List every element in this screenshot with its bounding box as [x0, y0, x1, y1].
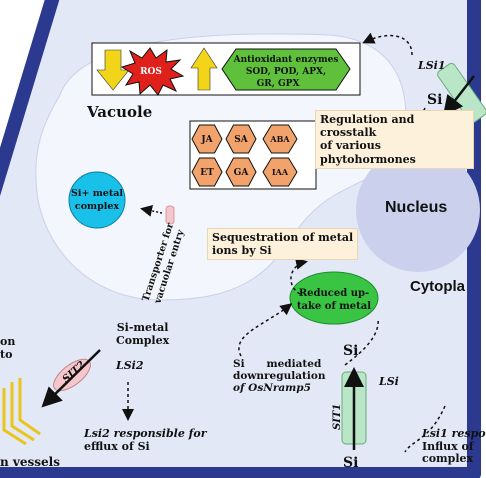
antioxidant-line-3: GR, GPX: [257, 79, 300, 89]
hormone-label-ja: JA: [200, 135, 213, 145]
hormone-label-sa: SA: [234, 135, 248, 145]
arrow-si-to-reduced: [344, 317, 379, 366]
lsi1-top-label: LSi1: [418, 59, 446, 72]
reduced-uptake-line-2: take of metal: [297, 301, 371, 312]
si-metal-line-2: Complex: [116, 333, 170, 347]
arrow-reduced-to-sequestration: [290, 257, 308, 295]
vessels-label: n vessels: [0, 455, 60, 469]
lsi-right-label: LSi: [379, 375, 399, 388]
transporter-arrow: [140, 204, 163, 217]
si-metal-line-1: Si-metal: [116, 321, 169, 334]
hormone-hexagon-ja: [191, 124, 223, 154]
increase-arrow-icon: [190, 47, 218, 91]
lsi2-note-line-1: Lsi2 responsible for: [84, 427, 207, 440]
lsi1-influx-arrow: [442, 75, 475, 116]
lsi2-label: LSi2: [116, 359, 144, 372]
lsi2-note: Lsi2 responsible for efflux of Si: [84, 427, 207, 453]
antioxidant-line-2: SOD, POD, APX,: [246, 67, 326, 77]
si-metal-complex-text: Si-metal Complex: [116, 321, 170, 347]
left-edge-text: on to: [0, 335, 16, 361]
sequestration-line-1: Sequestration of metal: [212, 231, 354, 244]
downregulation-line-2: downregulation: [233, 370, 326, 383]
regulation-line-2: of various phytohormones: [320, 139, 416, 166]
ros-starburst-icon: [120, 47, 185, 96]
si-top-right-label: Si: [427, 92, 443, 108]
lsi1-note: Lsi1 respo Influx of complex: [422, 427, 486, 466]
lsi1-note-line-1: Lsi1 respo: [422, 427, 486, 440]
sit1-label: SIT1: [332, 404, 343, 430]
vacuolar-transporter: [165, 205, 175, 225]
decrease-arrow-icon: [96, 49, 130, 91]
downregulation-text: Si mediated downregulation of OsNramp5: [233, 358, 325, 394]
nucleus-label: Nucleus: [385, 199, 448, 216]
reduced-uptake-line-1: Reduced up-: [299, 288, 369, 299]
hormone-hexagon-sa: [225, 124, 257, 154]
sequestration-line-2: ions by Si: [212, 244, 272, 258]
arrow-downregulation: [238, 303, 293, 357]
lsi1-note-line-2: Influx of: [422, 439, 474, 453]
si-metal-complex-circle: [68, 171, 126, 229]
cytoplasm-label: Cytopla: [410, 278, 466, 295]
antioxidant-hexagon: [221, 48, 351, 91]
hormone-label-et: ET: [200, 168, 214, 178]
nucleus: [356, 148, 480, 272]
hormone-hexagon-et: [191, 157, 223, 187]
sequestration-box: Sequestration of metal ions by Si: [207, 228, 359, 261]
reduced-uptake-ellipse: [289, 271, 379, 325]
lsi2-note-line-2: efflux of Si: [84, 439, 150, 453]
lsi1-note-line-3: complex: [422, 452, 474, 466]
hormone-label-iaa: IAA: [272, 167, 289, 177]
sit2-efflux-arrow: [41, 349, 101, 408]
antioxidant-line-1: Antioxidant enzymes: [233, 55, 339, 65]
left-edge-line-1: on: [0, 335, 16, 348]
hormone-hexagon-ga: [225, 157, 257, 187]
left-edge-line-2: to: [0, 347, 13, 361]
hormone-hexagon-iaa: [262, 157, 298, 187]
si-metal-complex-line-1: Si+ metal: [71, 188, 123, 199]
hormone-label-ga: GA: [234, 168, 250, 178]
vacuole-label: Vacuole: [87, 103, 153, 121]
si-metal-complex-line-2: complex: [75, 201, 119, 212]
downregulation-line-1: Si mediated: [233, 358, 322, 370]
regulation-box: Regulation and crosstalk of various phyt…: [315, 110, 474, 169]
hormone-label-aba: ABA: [269, 134, 290, 144]
regulation-line-1: Regulation and crosstalk: [320, 113, 415, 140]
si-bottom-label: Si: [343, 455, 359, 471]
hormone-hexagons: JA SA ABA ET GA IAA: [191, 124, 298, 187]
ros-text: ROS: [140, 67, 162, 77]
si-top-label: Si: [343, 343, 359, 359]
arrow-lsi1-to-ros: [362, 32, 413, 56]
xylem-vessels: [2, 378, 41, 446]
hormone-hexagon-aba: [262, 124, 298, 154]
downregulation-line-3: of OsNramp5: [233, 382, 311, 395]
